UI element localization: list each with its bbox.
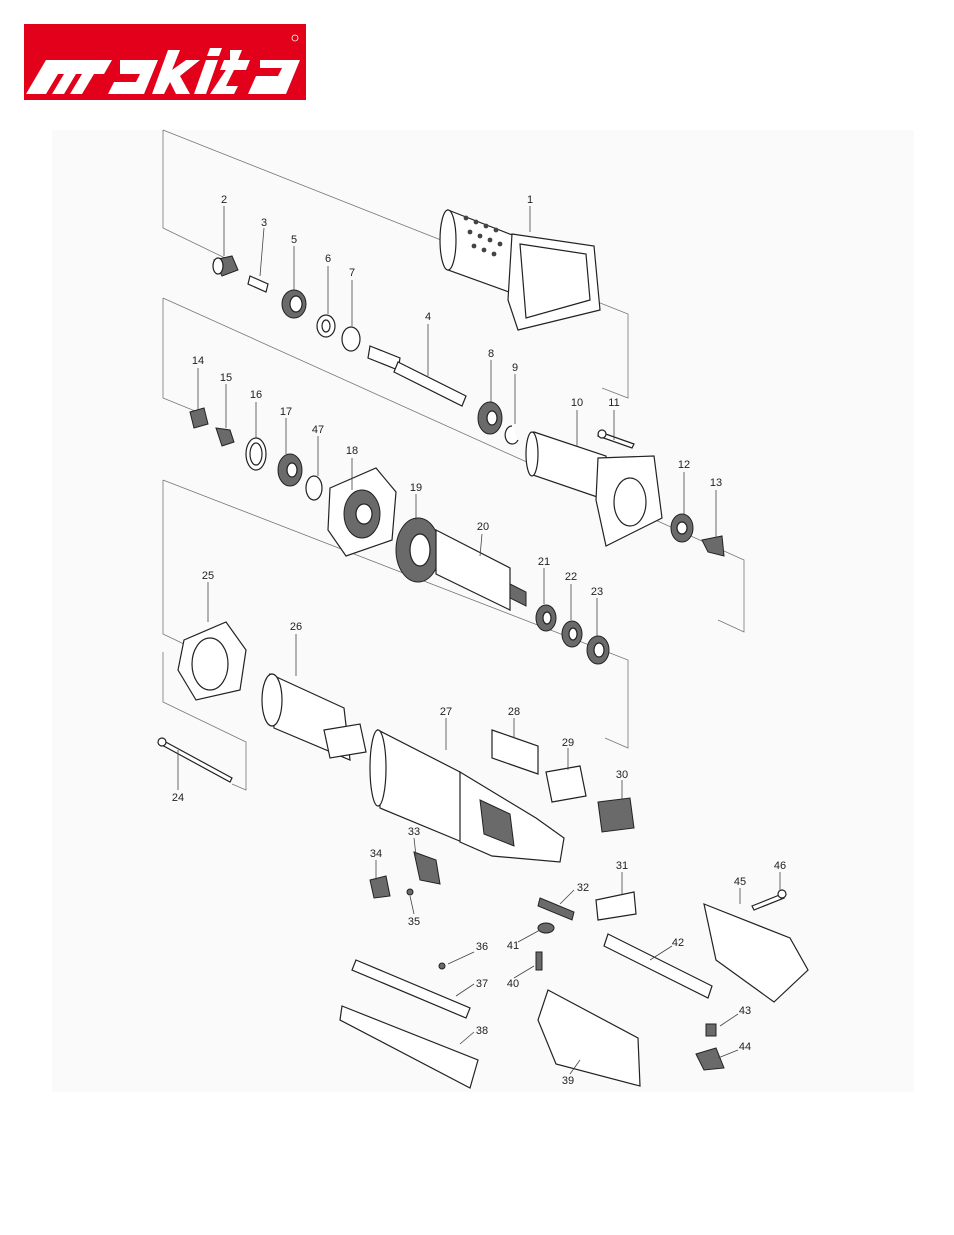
part-11-screw (598, 430, 634, 448)
part-46-screw (752, 890, 786, 910)
label-28: 28 (508, 706, 520, 718)
part-19-fan (396, 518, 440, 582)
part-22-bearing (562, 621, 582, 647)
label-19: 19 (410, 482, 422, 494)
label-20: 20 (477, 521, 489, 533)
label-42: 42 (672, 937, 684, 949)
part-17-bearing (278, 454, 302, 486)
part-7-ring (342, 327, 360, 351)
label-18: 18 (346, 445, 358, 457)
label-45: 45 (734, 876, 746, 888)
label-40: 40 (507, 978, 519, 990)
label-21: 21 (538, 556, 550, 568)
part-38-rear-cover (340, 1006, 478, 1088)
part-45-rear-cover-cap (704, 904, 808, 1002)
part-23-sleeve (587, 636, 609, 664)
label-24: 24 (172, 792, 184, 804)
label-5: 5 (291, 234, 297, 246)
label-37: 37 (476, 978, 488, 990)
part-34-clamp (370, 876, 390, 898)
part-9-retaining-ring (505, 426, 518, 444)
part-3-collet (248, 276, 268, 292)
label-32: 32 (577, 882, 589, 894)
label-39: 39 (562, 1075, 574, 1087)
label-10: 10 (571, 397, 583, 409)
part-39-rear-cover (538, 990, 640, 1086)
label-29: 29 (562, 737, 574, 749)
label-41: 41 (507, 940, 519, 952)
part-33-switch-lever (414, 852, 440, 884)
label-30: 30 (616, 769, 628, 781)
label-2: 2 (221, 194, 227, 206)
part-12-bearing (671, 514, 693, 542)
part-15-screw (216, 428, 234, 446)
label-11: 11 (608, 397, 619, 409)
label-3: 3 (261, 217, 267, 229)
part-41-connector (538, 923, 554, 933)
label-44: 44 (739, 1041, 751, 1053)
part-13-spiral-bevel (702, 536, 724, 556)
part-37-switch-lever (352, 960, 470, 1018)
label-1: 1 (527, 194, 533, 206)
part-47-o-ring (306, 476, 322, 500)
part-35-screw (407, 889, 413, 895)
part-2-collet-nut (213, 256, 238, 276)
label-23: 23 (591, 586, 603, 598)
label-25: 25 (202, 570, 214, 582)
part-28-name-plate (492, 730, 538, 774)
label-38: 38 (476, 1025, 488, 1037)
part-36-screw (439, 963, 445, 969)
label-34: 34 (370, 848, 382, 860)
label-35: 35 (408, 916, 420, 928)
label-9: 9 (512, 362, 518, 374)
part-26-field (262, 674, 366, 760)
part-24-screw (158, 738, 232, 782)
label-46: 46 (774, 860, 786, 872)
label-36: 36 (476, 941, 488, 953)
part-10-bearing-box (526, 432, 662, 546)
part-30-switch (598, 798, 634, 832)
label-47: 47 (312, 424, 324, 436)
part-5-nut (282, 290, 306, 318)
part-31-noise-suppressor (596, 892, 636, 920)
part-14-cap (190, 408, 208, 428)
label-6: 6 (325, 253, 331, 265)
label-13: 13 (710, 477, 722, 489)
label-14: 14 (192, 355, 204, 367)
label-17: 17 (280, 406, 292, 418)
part-1-grip-sleeve (440, 210, 600, 330)
part-32-suppressor (538, 898, 574, 920)
part-8-bearing (478, 402, 502, 434)
part-42-strain-relief (604, 934, 712, 998)
label-8: 8 (488, 348, 494, 360)
label-4: 4 (425, 311, 431, 323)
part-40-screw (536, 952, 542, 970)
label-26: 26 (290, 621, 302, 633)
part-25-baffle-plate (178, 622, 246, 700)
label-15: 15 (220, 372, 232, 384)
label-7: 7 (349, 267, 355, 279)
label-12: 12 (678, 459, 690, 471)
part-43-spring (706, 1024, 716, 1036)
label-43: 43 (739, 1005, 751, 1017)
label-31: 31 (616, 860, 628, 872)
part-16-washer (246, 438, 266, 470)
part-labels: 1 2 3 4 5 6 7 8 9 10 11 12 13 14 15 16 1… (172, 194, 786, 1087)
part-21-bearing (536, 605, 556, 631)
label-22: 22 (565, 571, 577, 583)
label-16: 16 (250, 389, 262, 401)
part-6-washer (317, 315, 335, 337)
label-27: 27 (440, 706, 452, 718)
part-29-brush-holder (546, 766, 586, 802)
part-18-flange (328, 468, 396, 556)
label-33: 33 (408, 826, 420, 838)
part-44-lock-off-button (696, 1048, 724, 1070)
